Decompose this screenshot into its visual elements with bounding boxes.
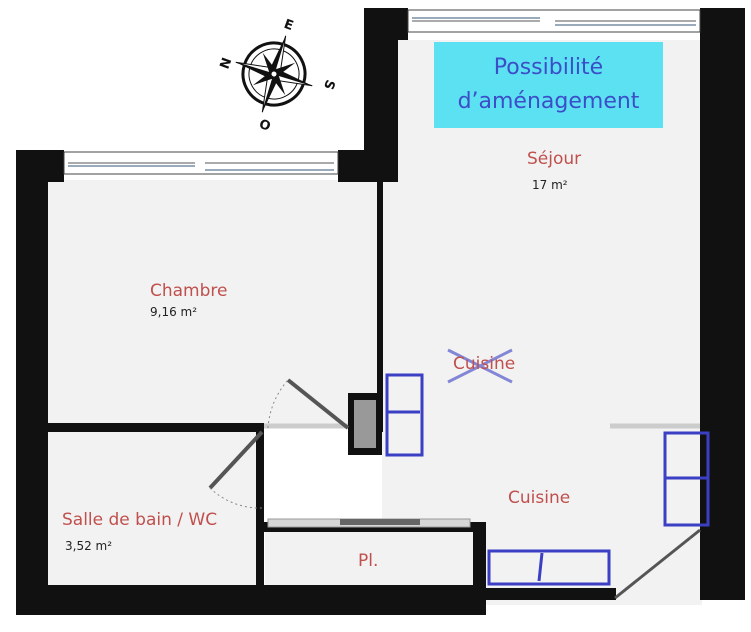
kitchen-unit-bottom — [487, 549, 611, 586]
banner-line-2: d’aménagement — [457, 89, 640, 114]
window-sejour — [407, 9, 701, 33]
cross-mark — [447, 348, 513, 384]
floor-placard — [265, 530, 475, 585]
floor-sejour — [382, 40, 702, 605]
label-salle-de-bain: Salle de bain / WC — [62, 510, 218, 530]
label-cuisine-old: Cuisine — [453, 354, 516, 374]
amenagement-banner: Possibilité d’aménagement — [434, 42, 663, 128]
shaft — [354, 400, 376, 448]
label-cuisine-new: Cuisine — [508, 488, 571, 508]
floor-chambre — [48, 180, 382, 425]
label-placard: Pl. — [358, 551, 379, 571]
placard-door — [340, 519, 420, 525]
banner-line-1: Possibilité — [493, 55, 604, 80]
kitchen-unit-right — [663, 431, 710, 527]
door-chambre — [267, 378, 350, 430]
window-chambre — [63, 151, 339, 175]
outer-walls — [16, 8, 745, 615]
area-salle-de-bain: 3,52 m² — [65, 539, 113, 553]
label-chambre: Chambre — [150, 281, 228, 301]
kitchen-unit-old — [385, 373, 424, 457]
area-chambre: 9,16 m² — [150, 305, 198, 319]
area-sejour: 17 m² — [532, 178, 568, 192]
floor-salle-de-bain — [48, 430, 262, 585]
compass-rose-icon — [235, 35, 313, 113]
label-sejour: Séjour — [527, 149, 582, 169]
door-salle-de-bain — [208, 430, 264, 509]
door-entree — [614, 528, 701, 600]
